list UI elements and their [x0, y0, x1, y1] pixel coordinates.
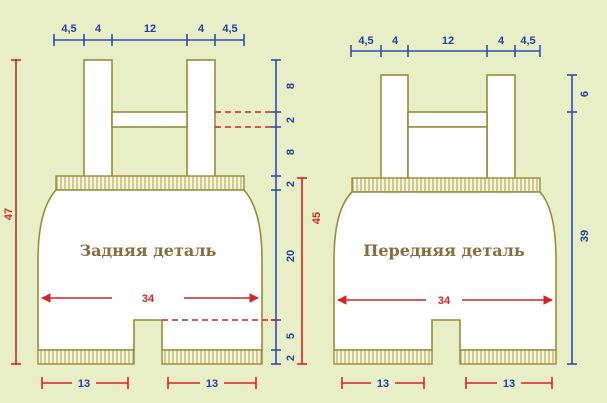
back-top-width-3: 12 [144, 23, 156, 35]
back-height-crotch: 5 [285, 333, 297, 339]
front-left-leg-width: 13 [377, 378, 389, 390]
back-left-leg-rib [37, 349, 135, 365]
back-title: Задняя деталь [80, 241, 217, 260]
back-top-width-4: 4 [198, 23, 205, 35]
back-leg-width-dimensions: 13 13 [41, 376, 257, 390]
front-right-leg-width: 13 [503, 378, 515, 390]
front-top-dimension: 4,5 4 12 4 4,5 [350, 35, 541, 57]
back-top-width-2: 4 [95, 23, 102, 35]
back-right-leg-rib [161, 349, 263, 365]
back-height-rib: 2 [285, 181, 297, 187]
front-height-strap: 6 [579, 91, 591, 97]
back-height-leg-rib: 2 [285, 355, 297, 361]
back-top-width-5: 4,5 [222, 23, 237, 35]
front-leg-width-dimensions: 13 13 [341, 376, 553, 390]
front-top-rib [351, 177, 541, 193]
back-height-strap-lower: 8 [285, 149, 297, 155]
back-top-width-1: 4,5 [61, 23, 76, 35]
back-right-strap [186, 59, 216, 179]
front-left-leg-rib [333, 349, 433, 365]
back-inner-height-dimension: 45 [297, 177, 323, 365]
front-piece: Передняя деталь 4,5 4 12 4 4,5 6 39 [333, 35, 591, 390]
back-total-height-right: 45 [311, 212, 323, 224]
front-title: Передняя деталь [363, 241, 525, 260]
back-crossbar [111, 111, 188, 128]
back-total-height-left: 47 [3, 208, 15, 220]
front-top-width-2: 4 [392, 35, 399, 47]
front-right-height-dimension: 6 39 [567, 74, 591, 365]
back-top-dimension: 4,5 4 12 4 4,5 [53, 23, 245, 46]
front-body-width: 34 [438, 295, 451, 307]
back-right-height-dimension: 8 2 8 2 20 5 2 [271, 59, 297, 365]
back-left-strap [83, 59, 113, 179]
front-height-body: 39 [579, 230, 591, 242]
back-height-crossbar: 2 [285, 117, 297, 123]
front-top-width-5: 4,5 [520, 35, 535, 47]
front-left-strap [380, 74, 409, 184]
back-right-leg-width: 13 [206, 378, 218, 390]
back-height-body: 20 [285, 250, 297, 262]
back-body-width-dimension: 34 [41, 293, 259, 305]
front-top-width-4: 4 [498, 35, 505, 47]
back-height-strap: 8 [285, 83, 297, 89]
front-right-strap [486, 74, 516, 184]
front-top-width-1: 4,5 [358, 35, 373, 47]
back-left-height-dimension: 47 [3, 59, 21, 365]
front-right-leg-rib [459, 349, 557, 365]
back-piece: Задняя деталь 4,5 4 12 4 4,5 47 [3, 23, 323, 390]
front-body-width-dimension: 34 [337, 295, 553, 307]
front-body [333, 191, 557, 351]
front-crossbar [407, 111, 488, 128]
back-left-leg-width: 13 [78, 378, 90, 390]
back-top-rib [55, 175, 245, 191]
front-top-width-3: 12 [442, 35, 454, 47]
back-body-width: 34 [142, 293, 155, 305]
front-bib [407, 126, 488, 181]
back-body [37, 189, 263, 351]
